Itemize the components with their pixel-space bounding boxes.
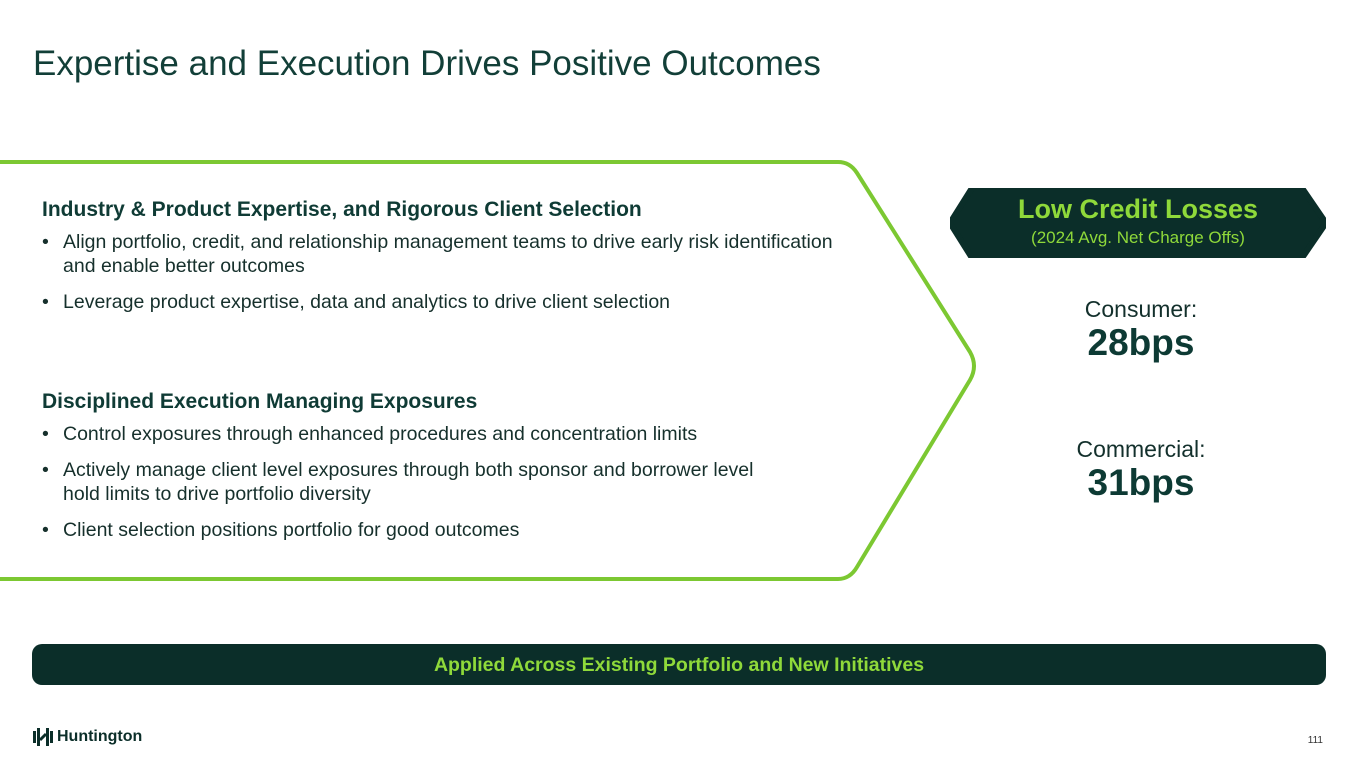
huntington-logo: Huntington: [33, 728, 142, 746]
section-heading: Industry & Product Expertise, and Rigoro…: [42, 198, 642, 221]
badge-subtitle: (2024 Avg. Net Charge Offs): [1031, 228, 1245, 247]
stat-value: 31bps: [1087, 462, 1195, 503]
stat-value: 28bps: [1087, 322, 1195, 363]
section-heading: Disciplined Execution Managing Exposures: [42, 390, 478, 413]
stat-consumer: Consumer: 28bps: [1000, 296, 1282, 363]
bullet: Client selection positions portfolio for…: [42, 518, 842, 542]
section-execution: Disciplined Execution Managing Exposures…: [42, 390, 842, 554]
huntington-logo-icon: [33, 728, 53, 746]
page-number: 111: [1307, 735, 1323, 746]
stat-commercial: Commercial: 31bps: [1000, 436, 1282, 503]
bullet: Leverage product expertise, data and ana…: [42, 290, 842, 314]
bullet: Control exposures through enhanced proce…: [42, 422, 842, 446]
badge-title: Low Credit Losses: [1017, 194, 1259, 224]
bullet: Align portfolio, credit, and relationshi…: [42, 230, 833, 278]
logo-text: Huntington: [57, 728, 143, 745]
low-credit-losses-badge: Low Credit Losses (2024 Avg. Net Charge …: [950, 188, 1326, 258]
stat-label: Consumer:: [1084, 296, 1198, 322]
stat-label: Commercial:: [1076, 436, 1206, 462]
section-expertise: Industry & Product Expertise, and Rigoro…: [42, 198, 842, 326]
bullet: Actively manage client level exposures t…: [42, 458, 763, 506]
banner: Applied Across Existing Portfolio and Ne…: [32, 644, 1326, 685]
page-title: Expertise and Execution Drives Positive …: [33, 44, 821, 83]
